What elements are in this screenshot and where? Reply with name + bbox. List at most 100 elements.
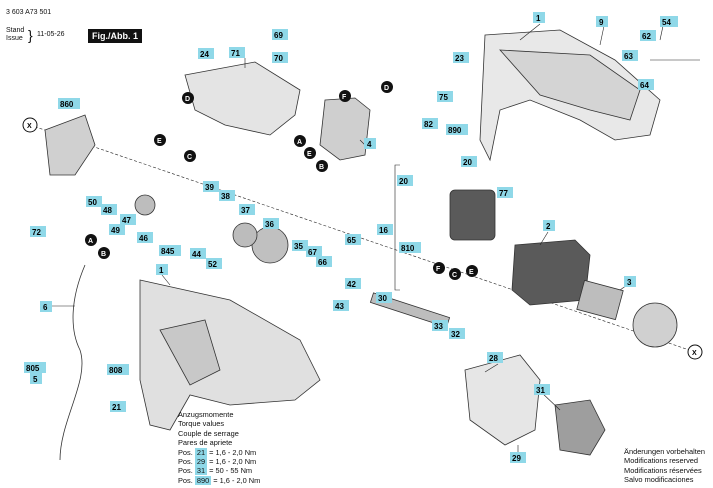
label-48: 48	[101, 204, 117, 215]
label-1-bottom: 1	[156, 264, 168, 275]
svg-text:30: 30	[378, 294, 387, 303]
svg-text:46: 46	[139, 234, 148, 243]
callout-E-24: E	[154, 134, 166, 146]
svg-text:44: 44	[192, 250, 201, 259]
note-en: Modifications reserved	[624, 456, 698, 466]
label-20-a: 20	[461, 156, 477, 167]
group-bracket-16	[394, 164, 400, 291]
label-52: 52	[206, 258, 222, 269]
svg-text:71: 71	[231, 49, 240, 58]
svg-text:E: E	[307, 151, 312, 158]
brush-holder-part-810	[449, 189, 496, 241]
label-890: 890	[446, 124, 468, 135]
label-69: 69	[272, 29, 288, 40]
svg-text:6: 6	[43, 303, 48, 312]
svg-text:77: 77	[499, 189, 508, 198]
handle-part-860	[44, 114, 96, 176]
label-54: 54	[660, 16, 678, 27]
label-29: 29	[510, 452, 526, 463]
cable-part-6	[59, 264, 86, 461]
note-es: Salvo modificaciones	[624, 475, 694, 485]
svg-text:F: F	[342, 94, 347, 101]
callout-C-24: C	[184, 150, 196, 162]
callout-E-4: E	[304, 147, 316, 159]
svg-text:62: 62	[642, 32, 651, 41]
torque-row: Pos. 31 = 50 - 55 Nm	[178, 466, 253, 476]
svg-text:24: 24	[200, 50, 209, 59]
brace: }	[28, 27, 33, 43]
label-31: 31	[534, 384, 550, 395]
svg-text:9: 9	[599, 18, 604, 27]
label-72: 72	[30, 226, 46, 237]
svg-text:29: 29	[512, 454, 521, 463]
svg-text:A: A	[88, 238, 93, 245]
svg-text:X: X	[27, 123, 32, 130]
figure-label: Fig./Abb. 1	[88, 29, 142, 43]
label-1-top: 1	[533, 12, 545, 23]
label-46: 46	[137, 232, 153, 243]
svg-text:66: 66	[318, 258, 327, 267]
svg-text:35: 35	[294, 242, 303, 251]
armature-part-3	[576, 279, 678, 348]
fan-part-46	[134, 194, 156, 216]
label-21: 21	[110, 401, 126, 412]
svg-text:805: 805	[26, 364, 40, 373]
svg-text:X: X	[692, 350, 697, 357]
label-39: 39	[203, 181, 219, 192]
label-32: 32	[449, 328, 465, 339]
svg-text:36: 36	[265, 220, 274, 229]
callout-E-810: E	[466, 265, 478, 277]
switch-part-4	[319, 97, 371, 161]
label-42: 42	[345, 278, 361, 289]
label-28: 28	[487, 352, 503, 363]
svg-text:37: 37	[241, 206, 250, 215]
svg-text:54: 54	[662, 18, 671, 27]
issue-date: 11-05-26	[37, 31, 65, 38]
label-43: 43	[333, 300, 349, 311]
svg-text:32: 32	[451, 330, 460, 339]
label-49: 49	[109, 224, 125, 235]
svg-text:69: 69	[274, 31, 283, 40]
svg-text:82: 82	[424, 120, 433, 129]
label-4: 4	[364, 138, 376, 149]
svg-text:52: 52	[208, 260, 217, 269]
callout-B-4: B	[316, 160, 328, 172]
svg-text:75: 75	[439, 93, 448, 102]
torque-title-es: Pares de apriete	[178, 438, 233, 448]
svg-text:1: 1	[536, 14, 541, 23]
label-5: 5	[30, 373, 42, 384]
label-23: 23	[453, 52, 469, 63]
torque-row: Pos. 29 = 1,6 - 2,0 Nm	[178, 457, 257, 467]
callout-X-right: X	[687, 344, 703, 360]
stator-part-2	[511, 239, 591, 306]
svg-text:33: 33	[434, 322, 443, 331]
svg-text:A: A	[297, 139, 302, 146]
callout-D-24: D	[182, 92, 194, 104]
chuck-part-31	[554, 399, 606, 456]
doc-number: 3 603 A73 501	[6, 9, 52, 16]
callout-B-cable: B	[98, 247, 110, 259]
torque-title-de: Anzugsmomente	[178, 410, 234, 419]
svg-text:B: B	[101, 251, 106, 258]
label-66: 66	[316, 256, 332, 267]
issue-label: Issue	[6, 35, 23, 42]
svg-text:20: 20	[399, 177, 408, 186]
svg-text:890: 890	[448, 126, 462, 135]
svg-text:67: 67	[308, 248, 317, 257]
gear-housing-part-28	[464, 354, 541, 446]
label-20-b: 20	[397, 175, 413, 186]
svg-text:F: F	[436, 266, 441, 273]
svg-text:2: 2	[546, 222, 551, 231]
label-33: 33	[432, 320, 448, 331]
label-64: 64	[638, 79, 654, 90]
svg-text:42: 42	[347, 280, 356, 289]
svg-text:72: 72	[32, 228, 41, 237]
label-9: 9	[596, 16, 608, 27]
torque-title-fr: Couple de serrage	[178, 428, 239, 438]
label-3: 3	[624, 276, 636, 287]
stand-label: Stand	[6, 27, 25, 34]
label-30: 30	[376, 292, 392, 303]
torque-row: Pos. 890 = 1,6 - 2,0 Nm	[178, 475, 261, 485]
svg-text:D: D	[384, 85, 389, 92]
svg-text:48: 48	[103, 206, 112, 215]
